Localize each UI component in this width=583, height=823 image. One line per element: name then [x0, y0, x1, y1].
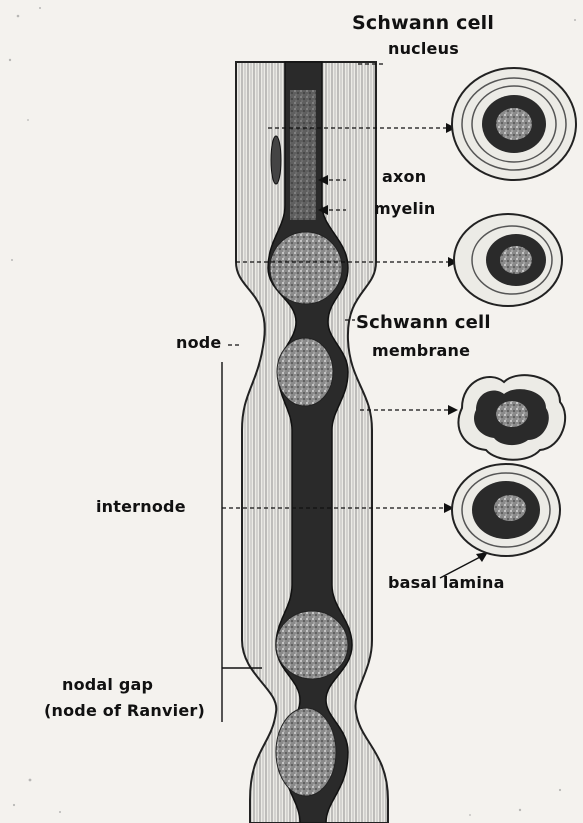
label-nodal-gap-2: (node of Ranvier)	[44, 702, 205, 720]
label-schwann-nucleus-2: nucleus	[388, 40, 459, 58]
cross-section-4	[452, 464, 560, 556]
schwann-nucleus	[271, 136, 281, 184]
cross-section-3	[458, 375, 565, 460]
label-nodal-gap-1: nodal gap	[62, 676, 153, 694]
label-schwann-membrane-1: Schwann cell	[356, 314, 491, 332]
label-schwann-membrane-2: membrane	[372, 342, 470, 360]
label-basal-lamina: basal lamina	[388, 574, 505, 592]
label-internode: internode	[96, 498, 186, 516]
label-myelin: myelin	[374, 200, 436, 218]
cross-section-2	[454, 214, 562, 306]
label-schwann-nucleus-1: Schwann cell	[352, 14, 494, 32]
label-axon: axon	[382, 168, 426, 186]
cross-section-1	[452, 68, 576, 180]
label-node: node	[176, 334, 222, 352]
